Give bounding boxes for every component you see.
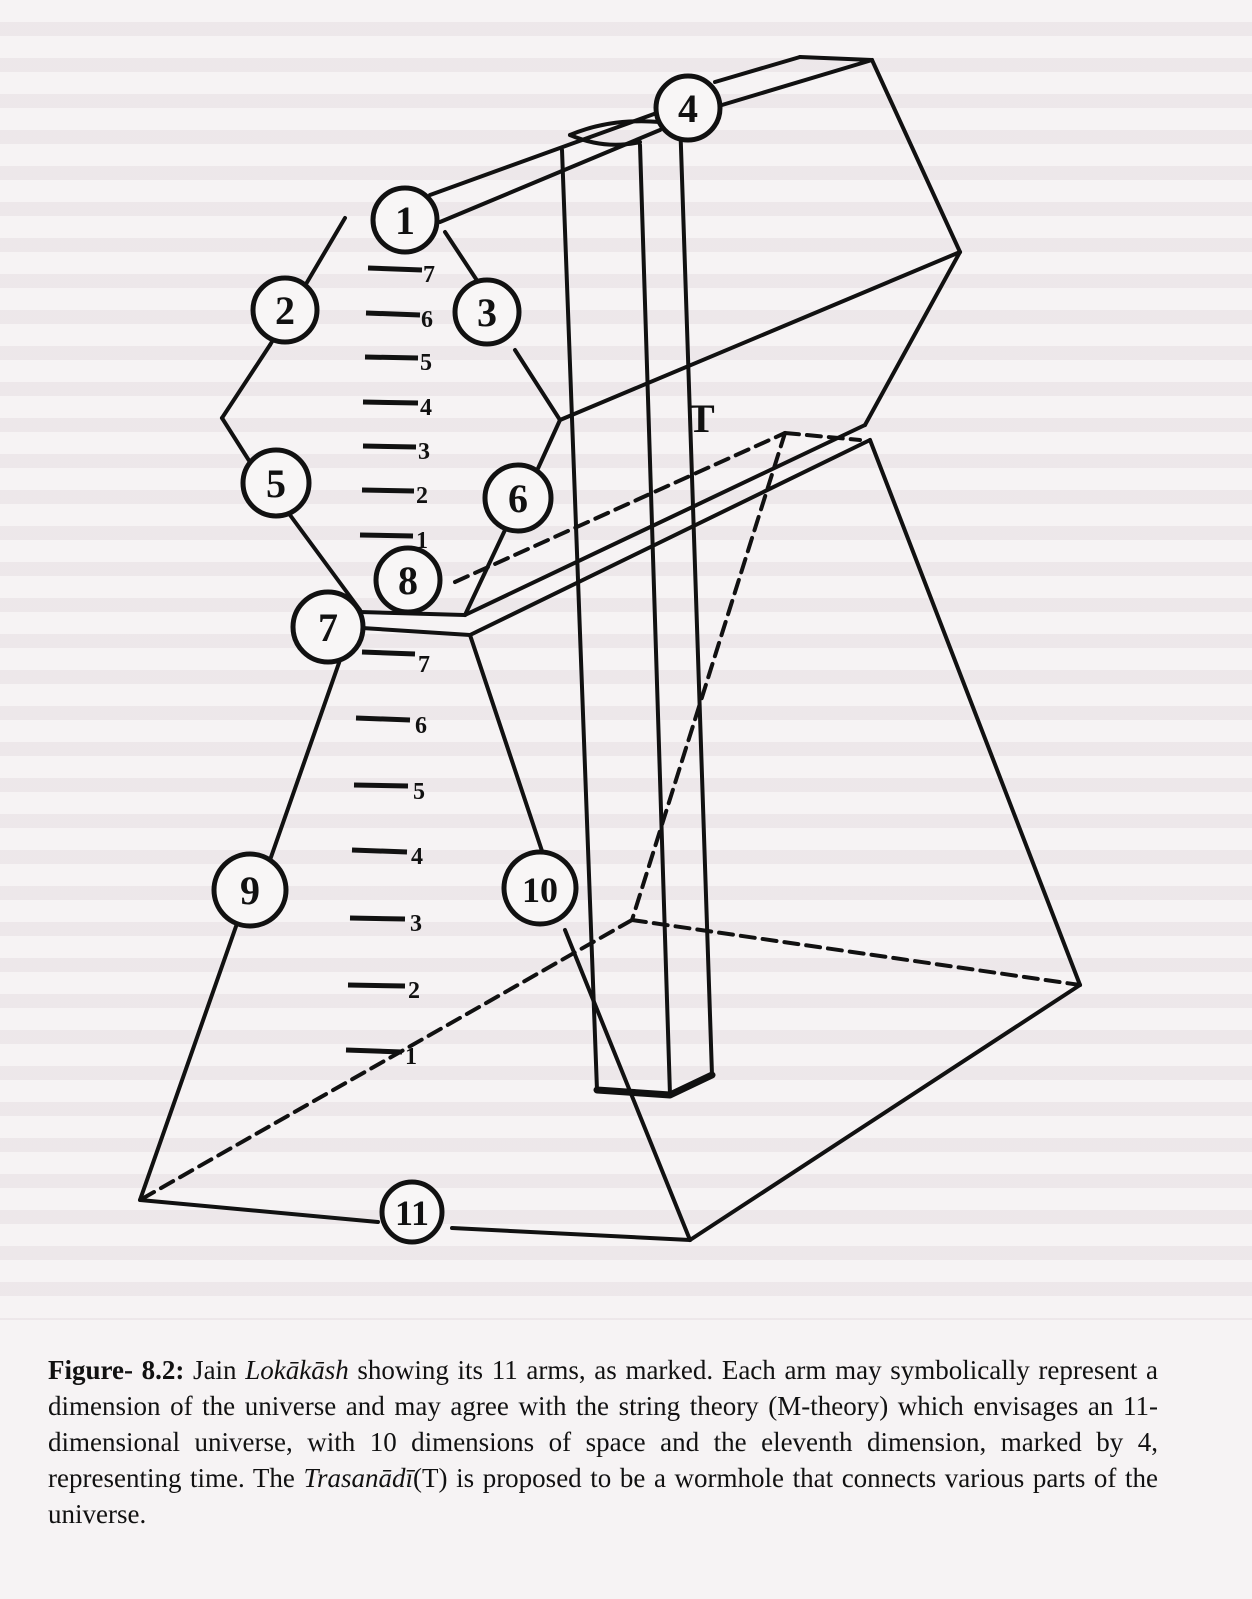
upper-tick-4: 4 bbox=[420, 395, 432, 421]
upper-tick-2: 2 bbox=[416, 483, 428, 509]
lower-tick-1: 1 bbox=[405, 1044, 417, 1070]
lokakash-figure: 7 6 5 4 3 2 1 7 6 5 bbox=[138, 55, 1082, 1245]
lower-scale: 7 6 5 4 3 2 1 bbox=[345, 649, 430, 1070]
upper-tick-5: 5 bbox=[420, 350, 432, 376]
upper-scale: 7 6 5 4 3 2 1 bbox=[359, 262, 435, 554]
lower-tick-7: 7 bbox=[418, 652, 430, 678]
trasanadi-label: T bbox=[688, 396, 715, 441]
lokakash-diagram: 7 6 5 4 3 2 1 7 6 5 bbox=[138, 55, 1082, 1245]
hidden-edges bbox=[138, 431, 1082, 1202]
arm-label-1: 1 bbox=[395, 198, 415, 243]
lower-tick-5: 5 bbox=[413, 779, 425, 805]
page-background bbox=[0, 0, 1252, 1320]
upper-hexagon bbox=[220, 216, 562, 617]
trasanadi-pillar bbox=[560, 116, 716, 1099]
arm-label-4: 4 bbox=[678, 86, 698, 131]
arm-label-8: 8 bbox=[398, 558, 418, 603]
caption-text-2: showing its 11 arms, as marked. Each arm… bbox=[48, 1355, 1158, 1493]
upper-tick-3: 3 bbox=[418, 439, 430, 465]
figure-caption: Figure- 8.2: Jain Lokākāsh showing its 1… bbox=[48, 1352, 1158, 1532]
arm-label-7: 7 bbox=[318, 605, 338, 650]
caption-trasanadi: Trasanādī bbox=[303, 1463, 414, 1493]
upper-tick-6: 6 bbox=[421, 307, 433, 333]
upper-prism bbox=[358, 55, 962, 637]
arm-label-2: 2 bbox=[275, 288, 295, 333]
arm-label-10: 10 bbox=[522, 870, 558, 910]
lower-tick-2: 2 bbox=[408, 978, 420, 1004]
arm-label-5: 5 bbox=[266, 461, 286, 506]
caption-text-1: Jain bbox=[184, 1355, 246, 1385]
lower-tick-6: 6 bbox=[415, 713, 427, 739]
arm-label-11: 11 bbox=[395, 1193, 429, 1233]
lower-tick-4: 4 bbox=[411, 844, 423, 870]
caption-figure-number: Figure- 8.2: bbox=[48, 1355, 185, 1385]
caption-text-3: (T) is proposed to be a wormhole that co… bbox=[48, 1463, 1158, 1529]
arm-label-6: 6 bbox=[508, 476, 528, 521]
lower-frustum bbox=[138, 438, 1082, 1242]
arm-label-3: 3 bbox=[477, 290, 497, 335]
arm-markers: 1 2 3 4 5 6 7 8 9 10 11 bbox=[211, 73, 723, 1245]
arm-label-9: 9 bbox=[240, 868, 260, 913]
caption-lokakash: Lokākāsh bbox=[245, 1355, 349, 1385]
lower-tick-3: 3 bbox=[410, 911, 422, 937]
upper-tick-7: 7 bbox=[423, 262, 435, 288]
